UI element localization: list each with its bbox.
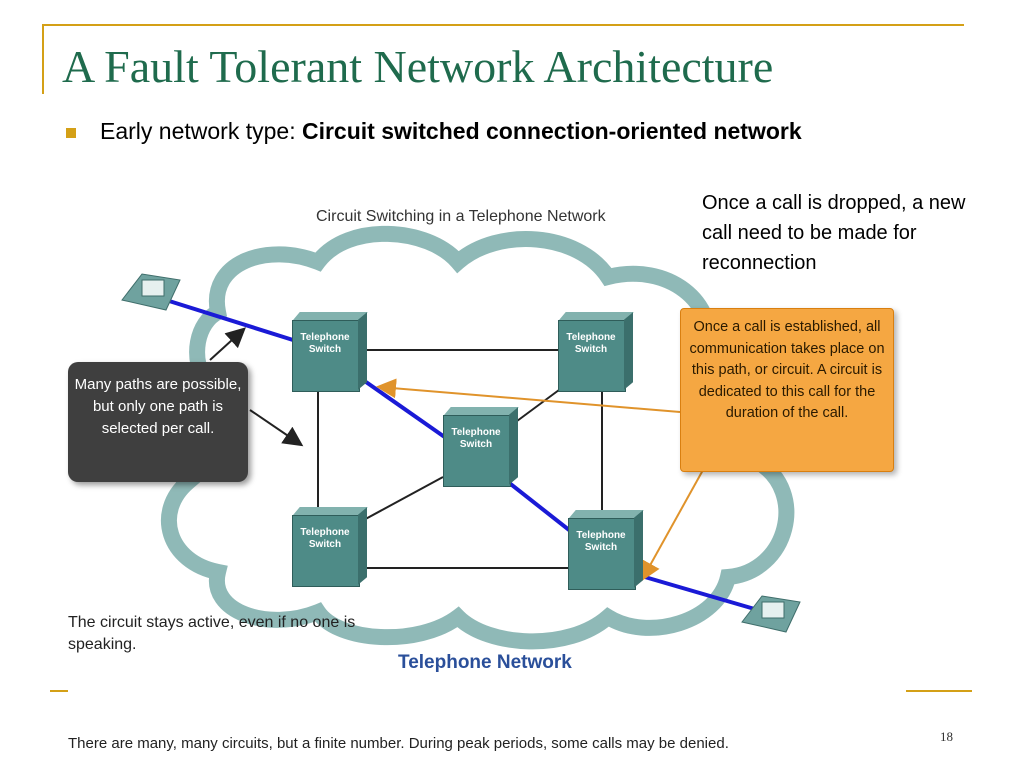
caption-circuit-active: The circuit stays active, even if no one… <box>68 614 356 653</box>
switch-label-line2: Switch <box>459 439 493 450</box>
link-bl-center <box>359 476 444 523</box>
bullet-marker <box>66 128 76 138</box>
frame-left-line <box>42 24 44 94</box>
frame-top-line <box>42 24 964 26</box>
callout-circuit-text: Once a call is established, all communic… <box>689 319 885 421</box>
callout-many-paths-text: Many paths are possible, but only one pa… <box>74 376 242 437</box>
bullet-text: Early network type: Circuit switched con… <box>100 117 880 145</box>
diagram-title: Circuit Switching in a Telephone Network <box>316 208 606 225</box>
telephone-icon-left <box>118 270 188 316</box>
circuit-switching-diagram: Circuit Switching in a Telephone Network… <box>68 192 906 760</box>
switch-label-line2: Switch <box>308 344 342 355</box>
circuit-center-to-switch <box>506 480 580 539</box>
frame-bottom-line-left <box>50 690 68 692</box>
bullet-emphasis: Circuit switched connection-oriented net… <box>301 118 802 144</box>
circuit-phone-to-switch <box>165 298 294 342</box>
frame-bottom-line-right <box>906 690 972 692</box>
page-number: 18 <box>940 729 953 744</box>
switch-label-line2: Switch <box>574 344 608 355</box>
diagram-graphics <box>155 225 795 650</box>
side-note: Once a call is dropped, a new call need … <box>702 192 966 274</box>
arrow-to-circuit-end <box>641 469 704 582</box>
switch-label-line1: Telephone <box>300 332 350 343</box>
caption-finite-circuits: There are many, many circuits, but a fin… <box>68 735 729 752</box>
switch-label-line1: Telephone <box>300 527 350 538</box>
switch-label-line1: Telephone <box>566 332 616 343</box>
switch-label-line2: Switch <box>584 542 618 553</box>
network-cloud <box>155 225 795 650</box>
arrow-to-upper-path <box>209 327 246 361</box>
telephone-icon-right <box>738 592 808 638</box>
switch-label-line1: Telephone <box>451 427 501 438</box>
link-tr-center <box>512 386 564 425</box>
circuit-switch-to-center <box>364 380 448 440</box>
callout-many-paths: Many paths are possible, but only one pa… <box>68 362 248 482</box>
caption-telephone-network: Telephone Network <box>398 652 572 673</box>
slide-title: A Fault Tolerant Network Architecture <box>62 41 774 92</box>
arrow-to-circuit-path <box>376 378 681 413</box>
arrow-to-lower-path <box>249 409 304 447</box>
switch-label-line2: Switch <box>308 539 342 550</box>
switch-label-line1: Telephone <box>576 530 626 541</box>
bullet-prefix: Early network type: <box>100 118 302 144</box>
callout-circuit-established: Once a call is established, all communic… <box>680 308 894 472</box>
